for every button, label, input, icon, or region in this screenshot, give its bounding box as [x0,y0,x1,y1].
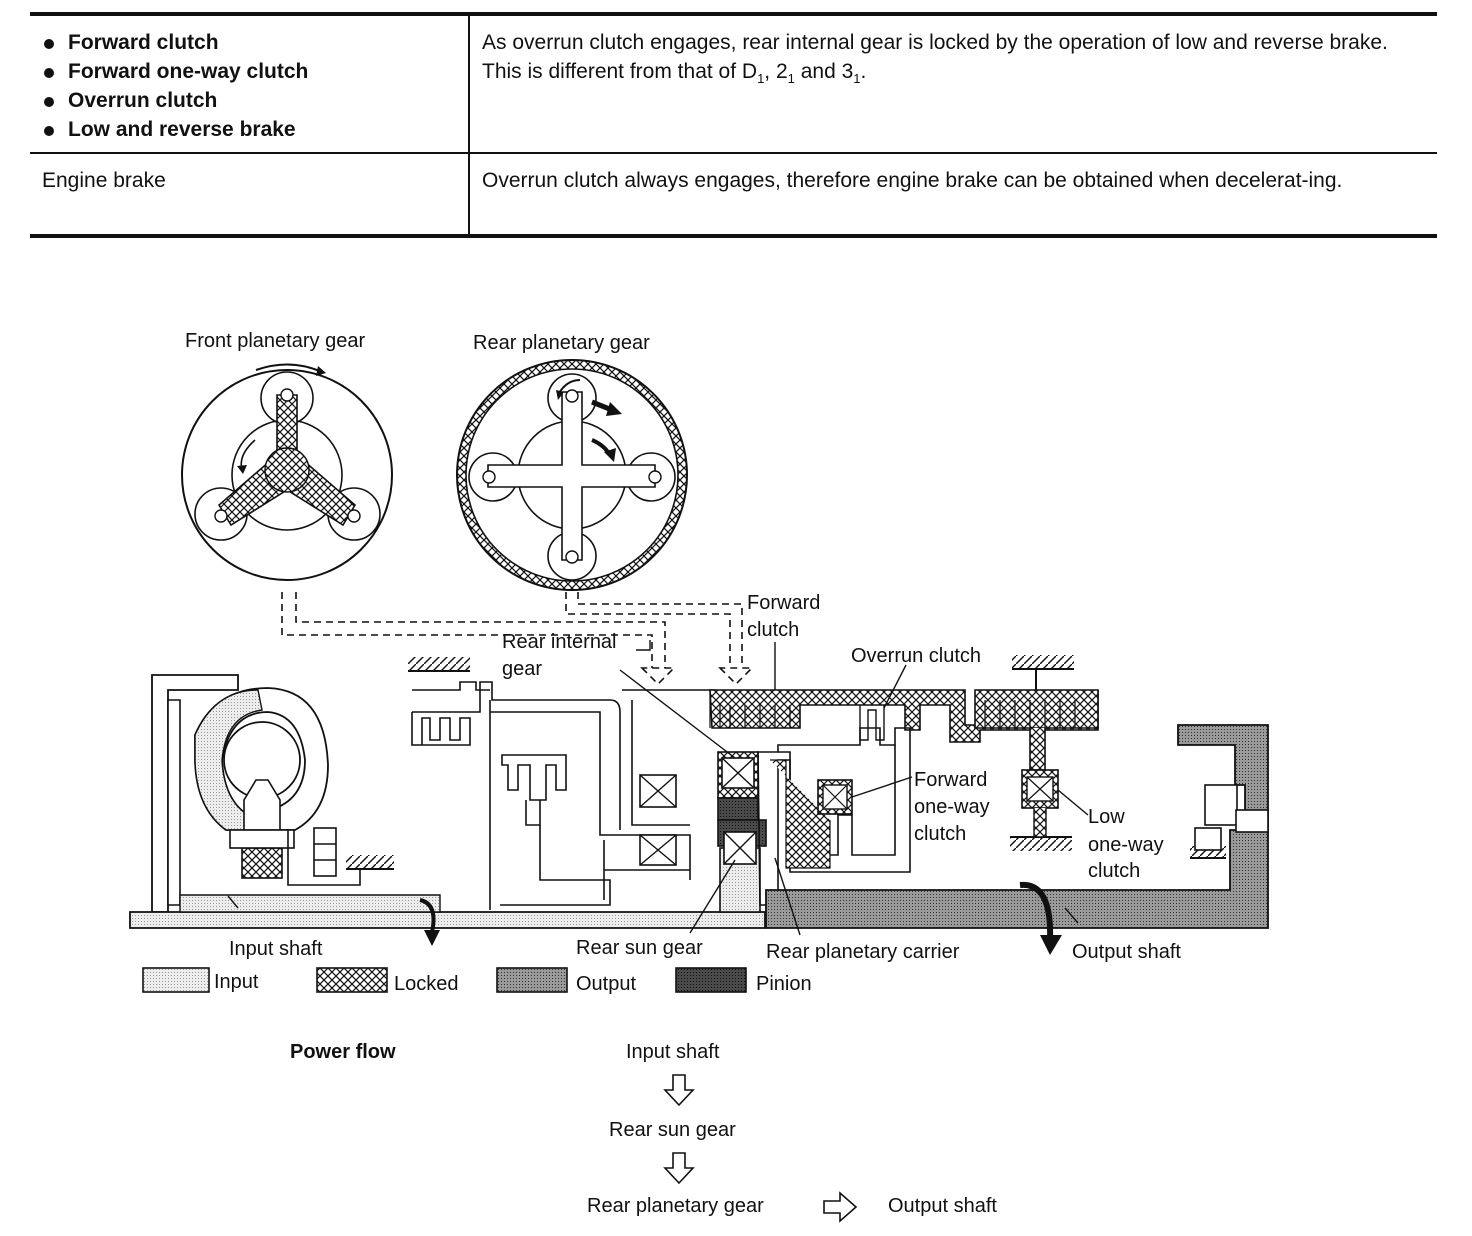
power-flow-step: Rear sun gear [609,1119,736,1141]
forward-clutch-label: Forward [747,592,820,614]
front-planetary-gear-label: Front planetary gear [185,330,365,352]
list-item: Low and reverse brake [42,115,456,144]
forward-one-way-clutch-label: one-way [914,796,990,818]
legend-pinion-label: Pinion [756,973,812,995]
power-flow-step: Rear planetary gear [587,1195,764,1217]
forward-one-way-clutch-label: Forward [914,769,987,791]
locked-clutch-housing [709,669,1099,906]
rear-internal-gear-label: gear [502,658,542,680]
legend-locked-swatch [316,967,388,993]
overrun-clutch-label: Overrun clutch [851,645,981,667]
input-shaft [129,911,766,929]
low-one-way-clutch-label: clutch [1088,860,1140,882]
legend-input-swatch [142,967,210,993]
ground-symbols [346,655,1226,870]
power-flow-step: Input shaft [626,1041,720,1063]
legend-output-swatch [496,967,568,993]
operation-table: Forward clutch Forward one-way clutch Ov… [30,12,1437,238]
right-arrow-icon [823,1191,858,1223]
rear-clutch-assembly [411,681,715,910]
low-one-way-clutch-label: Low [1088,806,1125,828]
down-arrow-icon [663,1152,695,1185]
engine-brake-description: Overrun clutch always engages, therefore… [469,153,1437,238]
table-row: Engine brake Overrun clutch always engag… [30,153,1437,238]
list-item: Forward clutch [42,28,456,57]
power-flow-arrows [663,1074,858,1223]
table-row: Forward clutch Forward one-way clutch Ov… [30,12,1437,154]
legend-pinion-swatch [675,967,747,993]
output-shaft-assembly [765,724,1269,955]
legend: Input Locked Output Pinion [142,967,812,995]
legend-input-label: Input [214,971,259,993]
description-line-1: As overrun clutch engages, rear internal… [482,31,1388,54]
legend-locked-label: Locked [394,973,459,995]
output-shaft-label: Output shaft [1072,941,1181,963]
front-planetary-gear [181,363,393,581]
down-arrow-icon [663,1074,695,1107]
needle-bearings [639,774,677,866]
rear-planetary-carrier-label: Rear planetary carrier [766,941,960,963]
input-shaft-label: Input shaft [229,938,323,960]
list-item: Forward one-way clutch [42,57,456,86]
power-flow-title: Power flow [290,1041,396,1063]
rear-internal-gear-label: Rear internal [502,631,617,653]
engine-brake-label: Engine brake [30,153,470,238]
rear-sun-gear-label: Rear sun gear [576,937,703,959]
dashed-connectors [281,592,754,686]
list-item: Overrun clutch [42,86,456,115]
legend-output-label: Output [576,973,636,995]
applied-elements-cell: Forward clutch Forward one-way clutch Ov… [30,12,470,154]
rear-planetary-gear-label: Rear planetary gear [473,332,650,354]
leader-lines [227,640,1089,936]
description-cell: As overrun clutch engages, rear internal… [469,12,1437,154]
low-one-way-clutch-label: one-way [1088,834,1164,856]
rear-planetary-section [717,751,767,913]
torque-converter [151,674,361,913]
forward-one-way-clutch-label: clutch [914,823,966,845]
forward-clutch-label: clutch [747,619,799,641]
applied-elements-list: Forward clutch Forward one-way clutch Ov… [42,28,456,144]
description-line-2: This is different from that of D1, 21 an… [482,60,867,87]
power-flow-step: Output shaft [888,1195,997,1217]
rear-planetary-gear [456,359,688,591]
